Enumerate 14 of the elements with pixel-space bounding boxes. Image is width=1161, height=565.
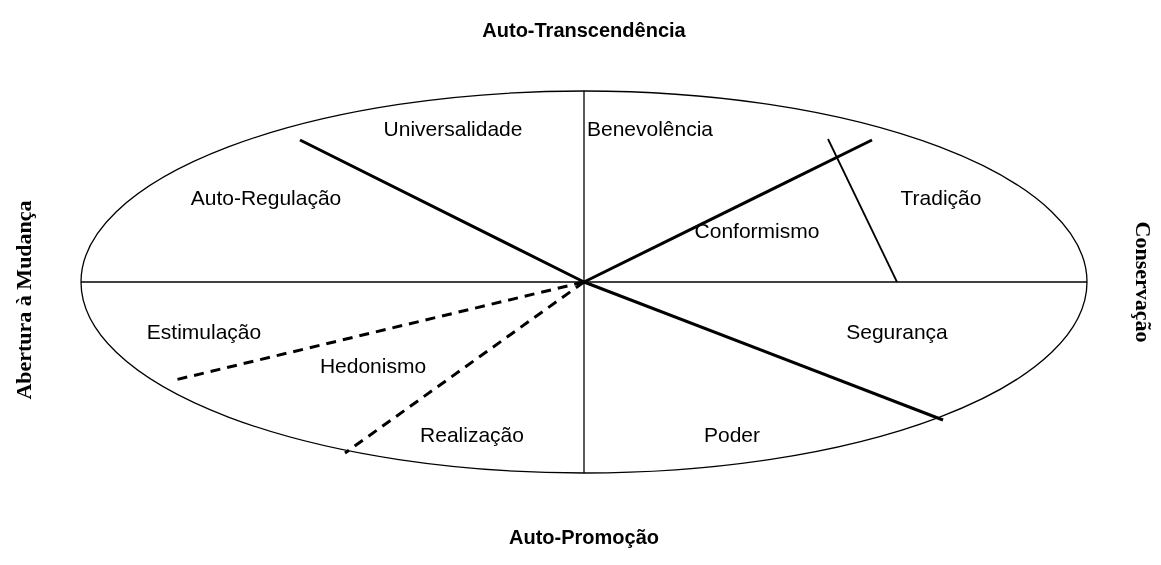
- value-label: Realização: [420, 423, 524, 445]
- value-label: Universalidade: [383, 117, 523, 139]
- axis-label: Auto-Promoção: [509, 527, 659, 547]
- axis-label: Auto-Transcendência: [482, 20, 686, 40]
- value-label: Hedonismo: [319, 354, 427, 376]
- value-label: Auto-Regulação: [190, 186, 342, 208]
- axis-label: Conservação: [1132, 221, 1154, 343]
- value-label: Estimulação: [146, 320, 262, 342]
- value-label: Segurança: [846, 320, 948, 342]
- axis-label: Abertura à Mudança: [13, 200, 35, 400]
- value-label: Tradição: [900, 186, 982, 208]
- value-label: Benevolência: [586, 117, 714, 139]
- value-label: Conformismo: [694, 219, 820, 241]
- value-label: Poder: [704, 423, 760, 445]
